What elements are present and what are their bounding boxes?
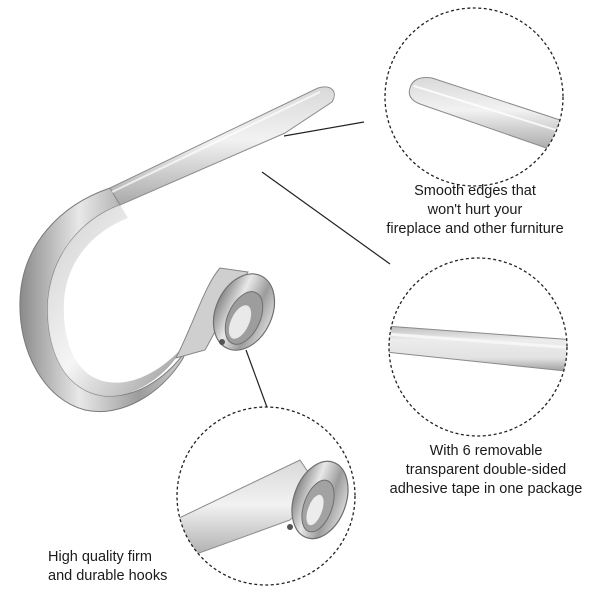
hook-flat-arm (109, 86, 335, 206)
caption-line: adhesive tape in one package (389, 481, 583, 497)
caption-line: and durable hooks (48, 568, 168, 584)
zoom-circle-tape (388, 257, 568, 437)
caption-adhesive-tape: With 6 removable transparent double-side… (376, 442, 596, 499)
caption-line: With 6 removable (429, 443, 543, 459)
hook-inner-curl (47, 205, 182, 397)
caption-smooth-edges: Smooth edges that won't hurt your firepl… (360, 182, 590, 239)
connector-line-hooks (245, 349, 269, 411)
caption-line: Smooth edges that (414, 183, 536, 199)
caption-durable-hooks: High quality firm and durable hooks (48, 548, 208, 586)
caption-line: High quality firm (48, 549, 152, 565)
caption-line: won't hurt your (427, 202, 523, 218)
caption-line: fireplace and other furniture (386, 221, 564, 237)
caption-line: transparent double-sided (405, 462, 567, 478)
zoom-circle-hooks (176, 406, 356, 586)
stocking-hook (19, 86, 335, 413)
connector-line-edges (283, 121, 365, 137)
zoom-circle-edges (384, 7, 564, 187)
connector-line-tape (261, 171, 391, 265)
